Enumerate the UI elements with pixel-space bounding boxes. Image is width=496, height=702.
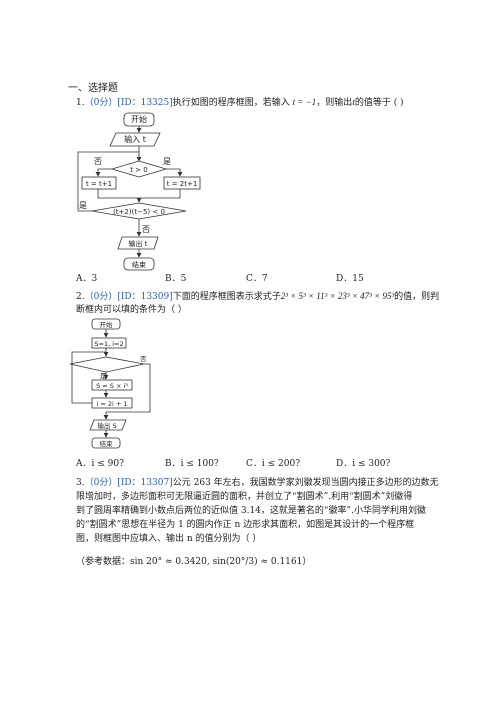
- q2-stem-line1: 2.（0分）[ID：13309]下面的程序框图表示求式子2³ × 5³ × 11…: [76, 290, 439, 304]
- q2-option-a[interactable]: A．i ≤ 90?: [76, 459, 124, 469]
- q3-number: 3.: [76, 478, 85, 488]
- q1-flow-no: 否: [94, 157, 102, 166]
- q1-flow-loop-yes: 是: [79, 201, 87, 210]
- q1-stem: 1.（0分）[ID：13325]执行如图的程序框图，若输入 t = −1，则输出…: [76, 96, 404, 110]
- q2-flow-yes: 是: [100, 372, 107, 380]
- q2-flow-init: S=1, i=2: [94, 340, 123, 348]
- q1-flow-left-op: t = t+1: [86, 180, 112, 188]
- q3-stem-line5: 图，则框图中应填入、输出 n 的值分别为（ ）: [76, 534, 262, 544]
- q2-expression: 2³ × 5³ × 11³ × 23³ × 47³ × 95³: [280, 291, 395, 301]
- section-title: 一、选择题: [68, 83, 118, 94]
- q3-stem-line4: 的“割圆术”思想在半径为 1 的圆内作正 n 边形求其面积，如图是其设计的一个程…: [76, 520, 415, 530]
- q2-text-a: 下面的程序框图表示求式子: [172, 292, 281, 302]
- q2-flow-no: 否: [140, 355, 147, 363]
- q2-score-id: （0分）[ID：13309]: [84, 292, 173, 302]
- q1-var-t: t: [352, 97, 355, 107]
- q1-flow-right-op: t = 2t+1: [167, 180, 198, 188]
- q3-stem-line1: 3.（0分）[ID：13307]公元 263 年左右，我国数学家刘徽发现当圆内接…: [76, 477, 439, 490]
- q1-text-b: ，则输出: [316, 98, 353, 108]
- q1-flow-yes: 是: [163, 157, 171, 166]
- q1-flow-start: 开始: [131, 114, 147, 124]
- q1-option-c[interactable]: C．7: [246, 274, 268, 284]
- q1-flow-output: 输出 t: [129, 239, 148, 248]
- q1-flow-end: 结束: [132, 260, 146, 269]
- q1-option-d[interactable]: D．15: [336, 274, 364, 284]
- q1-option-b[interactable]: B．5: [165, 274, 187, 284]
- q3-stem-line3: 到了圆周率精确到小数点后两位的近似值 3.14，这就是著名的“徽率”.小华同学利…: [76, 506, 426, 516]
- q1-text-c: 的值等于 ( ): [354, 98, 404, 108]
- q1-flow-loop-cond: (t+2)(t−5) < 0: [113, 208, 165, 216]
- q2-option-d[interactable]: D．i ≤ 300?: [336, 459, 391, 469]
- q1-flow-loop-no: 否: [142, 225, 150, 234]
- q1-flow-input: 输入 t: [124, 134, 146, 144]
- q2-flow-output: 输出 S: [97, 421, 116, 430]
- q2-flow-update: i = 2i + 1: [96, 400, 127, 408]
- q2-option-b[interactable]: B．i ≤ 100?: [165, 459, 219, 469]
- q1-flow-cond: t > 0: [130, 166, 148, 174]
- q1-input-value: t = −1: [292, 97, 317, 107]
- q1-score-id: （0分）[ID：13325]: [84, 98, 173, 108]
- q3-reference-data: （参考数据：sin 20° ≈ 0.3420, sin(20°/3) ≈ 0.1…: [76, 557, 312, 567]
- q3-score-id: （0分）[ID：13307]: [84, 478, 173, 488]
- q2-flow-start: 开始: [100, 320, 114, 329]
- q1-option-a[interactable]: A．3: [76, 274, 98, 284]
- q2-stem-line2: 断框内可以填的条件为（ ）: [76, 305, 187, 315]
- q1-text-a: 执行如图的程序框图，若输入: [172, 98, 290, 108]
- q3-stem-line2: 限增加时，多边形面积可无限逼近圆的面积，并创立了“割圆术”.利用“割圆术”刘徽得: [76, 492, 413, 502]
- q3-line1: 公元 263 年左右，我国数学家刘徽发现当圆内接正多边形的边数无: [172, 478, 439, 488]
- q1-number: 1.: [76, 98, 85, 108]
- q2-number: 2.: [76, 292, 85, 302]
- q2-option-c[interactable]: C．i ≤ 200?: [246, 459, 301, 469]
- q2-flow-body: S = S × i³: [96, 382, 128, 390]
- q2-flow-end: 结束: [100, 439, 114, 448]
- q2-text-b: 的值，则判: [394, 292, 440, 302]
